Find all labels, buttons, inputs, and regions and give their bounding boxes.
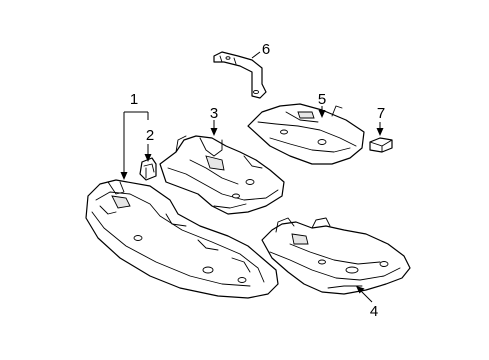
- callout-1: 1: [130, 91, 138, 108]
- callout-3: 3: [210, 105, 218, 122]
- callout-4: 4: [370, 303, 378, 320]
- part-1-front-splash-shield: [85, 179, 279, 299]
- leader-lines: [120, 51, 384, 303]
- callout-2: 2: [146, 127, 154, 144]
- callout-7: 7: [377, 105, 385, 122]
- part-2-bracket: [139, 157, 157, 181]
- part-6-strap-bracket: [213, 51, 267, 99]
- callout-6: 6: [262, 41, 270, 58]
- part-5-tray-shield: [247, 103, 365, 165]
- part-3-center-shield: [159, 135, 285, 215]
- part-7-clip: [369, 137, 393, 153]
- callout-5: 5: [318, 91, 326, 108]
- part-4-rear-shield: [261, 217, 411, 295]
